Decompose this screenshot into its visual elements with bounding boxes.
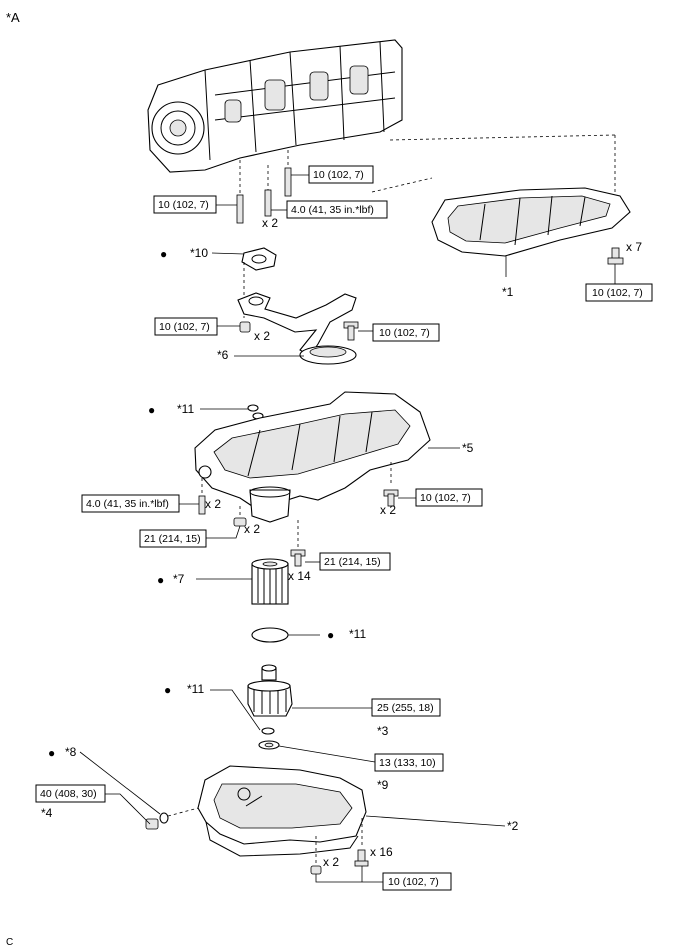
oil-pan-no1: [194, 391, 431, 523]
callout-3: *3: [377, 724, 389, 738]
torque-box-lower-pan: [382, 872, 452, 891]
torque-pan-stud: 4.0 (41, 35 in.*lbf): [86, 498, 169, 510]
torque-block-left: 10 (102, 7): [158, 199, 209, 211]
qty-lower-nut: x 2: [323, 855, 339, 869]
callout-11a: *11: [177, 402, 194, 416]
torque-baffle: 10 (102, 7): [592, 287, 643, 299]
qty-pan-bolt: x 2: [380, 503, 396, 517]
callout-10: *10: [190, 246, 208, 260]
torque-box-stud: [286, 200, 388, 219]
callout-9: *9: [377, 778, 389, 792]
block-to-baffle-dash-upper: [371, 177, 433, 193]
bullet-7: ●: [157, 573, 164, 587]
torque-box-block-left: [153, 195, 217, 214]
callout-8: *8: [65, 745, 77, 759]
strainer-nut: [239, 321, 251, 333]
torque-box-drain-plug: [35, 784, 106, 803]
qty-stud: x 2: [262, 216, 278, 230]
bullet-10: ●: [160, 247, 167, 261]
bullet-11a: ●: [148, 403, 155, 417]
bullet-11b: ●: [327, 628, 334, 642]
torque-drain-plug: 40 (408, 30): [40, 788, 97, 800]
drain-gasket: [159, 812, 169, 824]
torque-drain-cap: 13 (133, 10): [379, 757, 436, 769]
qty-baffle-bolt: x 7: [626, 240, 642, 254]
torque-box-block-right: [308, 165, 374, 184]
lower-pan-nut: [310, 865, 322, 875]
drain-plug: [145, 818, 159, 830]
block-studs: [236, 150, 292, 224]
torque-strainer-right: 10 (102, 7): [379, 327, 430, 339]
qty-pan-stud: x 2: [205, 497, 221, 511]
baffle-plate: [431, 187, 631, 257]
torque-strainer-left: 10 (102, 7): [159, 321, 210, 333]
callout-4: *4: [41, 806, 53, 820]
oil-pan-no2: [197, 765, 367, 857]
callout-7: *7: [173, 572, 185, 586]
qty-strainer: x 2: [254, 329, 270, 343]
torque-stud: 4.0 (41, 35 in.*lbf): [291, 204, 374, 216]
torque-filter-cap: 25 (255, 18): [377, 702, 434, 714]
torque-box-baffle: [585, 283, 653, 302]
callout-5: *5: [462, 441, 474, 455]
engine-block-illustration: [147, 39, 403, 173]
filter-o-ring: [251, 627, 289, 643]
block-to-baffle-dash-top: [389, 134, 616, 141]
torque-box-strainer-left: [154, 317, 218, 336]
callout-2: *2: [507, 819, 519, 833]
callout-11b: *11: [349, 627, 366, 641]
torque-box-filter-union: [319, 552, 391, 571]
oil-filter-element: [251, 558, 289, 605]
torque-box-pan-bolt: [415, 488, 483, 507]
torque-box-filter-cap: [371, 698, 441, 717]
oil-strainer: [237, 292, 357, 365]
bullet-8: ●: [48, 746, 55, 760]
callout-11c: *11: [187, 682, 204, 696]
callout-6: *6: [217, 348, 229, 362]
torque-pan-plug: 21 (214, 15): [144, 533, 201, 545]
qty-lower-bolt: x 16: [370, 845, 393, 859]
torque-box-drain-cap: [374, 753, 444, 772]
cap-o-ring: [261, 727, 275, 735]
corner-label: *A: [6, 10, 20, 25]
qty-filter-union: x 14: [288, 569, 311, 583]
torque-lower-pan: 10 (102, 7): [388, 876, 439, 888]
torque-pan-bolt: 10 (102, 7): [420, 492, 471, 504]
strainer-gasket: [241, 247, 277, 271]
footer-code: C: [6, 937, 13, 948]
torque-block-right: 10 (102, 7): [313, 169, 364, 181]
bullet-11c: ●: [164, 683, 171, 697]
torque-box-pan-plug: [139, 529, 207, 548]
callout-1: *1: [502, 285, 514, 299]
pan-stud: [198, 495, 206, 515]
torque-filter-union: 21 (214, 15): [324, 556, 381, 568]
oil-filter-cap: [247, 664, 293, 717]
qty-plug: x 2: [244, 522, 260, 536]
torque-box-pan-stud: [81, 494, 180, 513]
torque-box-strainer-right: [372, 323, 440, 342]
o-ring-small-top: [247, 404, 259, 412]
